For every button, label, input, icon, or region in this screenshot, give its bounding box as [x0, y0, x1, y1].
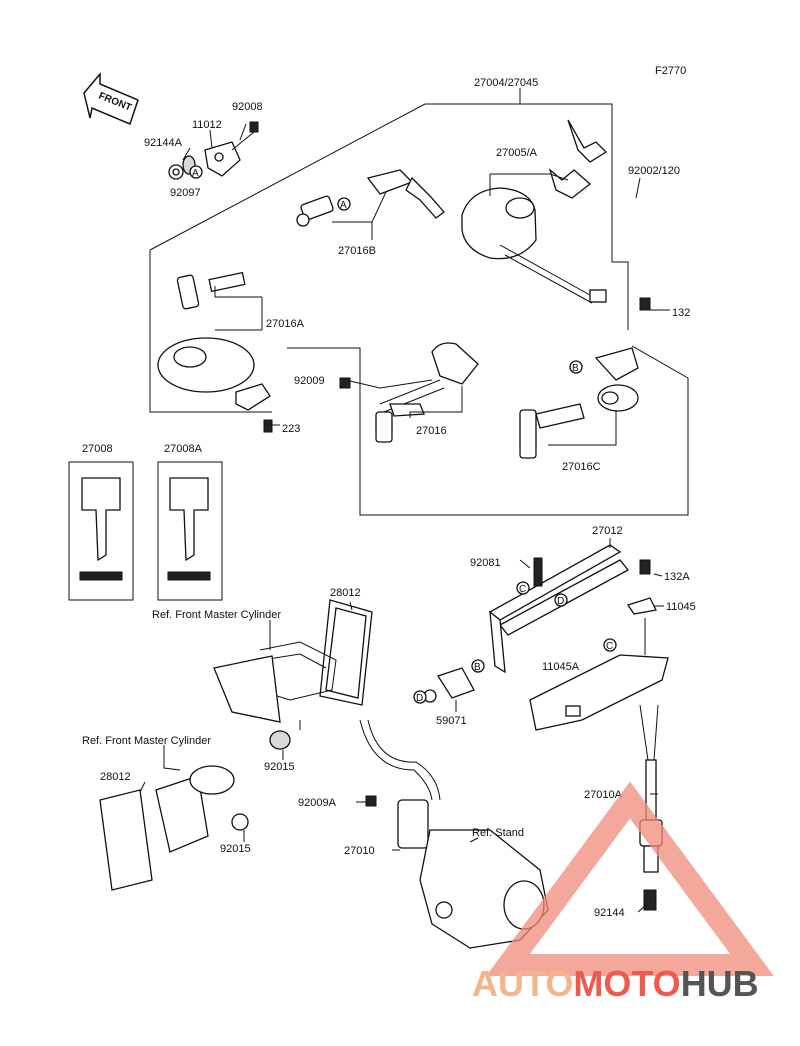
- label-27004: 27004/27045: [474, 77, 538, 89]
- reference-labels: Ref. Front Master Cylinder Ref. Front Ma…: [82, 609, 524, 839]
- callout-d2: D: [416, 693, 423, 704]
- callout-a2: A: [340, 200, 347, 211]
- label-11045a: 11045A: [542, 661, 580, 673]
- part-labels: 27004/27045 92008 11012 92144A 92097 270…: [82, 77, 696, 919]
- ignition-bracket: [423, 544, 669, 731]
- lock-cover-parts: [168, 121, 259, 180]
- front-arrow-icon: FRONT: [83, 71, 139, 126]
- fuel-cap: [157, 271, 273, 433]
- leader-lines: [139, 123, 670, 913]
- label-27016b: 27016B: [338, 245, 376, 257]
- steering-lock: [519, 297, 651, 459]
- label-27010a: 27010A: [584, 789, 623, 801]
- callout-circle-b2: [471, 659, 485, 673]
- label-28012-top: 28012: [330, 587, 361, 599]
- label-ref-master-top: Ref. Front Master Cylinder: [152, 609, 281, 621]
- label-92097: 92097: [170, 187, 201, 199]
- label-92015-bot: 92015: [220, 843, 251, 855]
- label-28012-bot: 28012: [100, 771, 131, 783]
- label-132: 132: [672, 307, 690, 319]
- callout-circle-d1: [554, 593, 568, 607]
- label-223: 223: [282, 423, 300, 435]
- label-92009a: 92009A: [298, 797, 337, 809]
- label-59071: 59071: [436, 715, 467, 727]
- label-27008: 27008: [82, 443, 113, 455]
- callout-c2: C: [606, 641, 613, 652]
- label-92008: 92008: [232, 101, 263, 113]
- watermark-auto: AUTO: [472, 963, 573, 1004]
- label-92015-top: 92015: [264, 761, 295, 773]
- callout-circle-d2: [413, 690, 427, 704]
- label-92009: 92009: [294, 375, 325, 387]
- callout-a1: A: [192, 168, 199, 179]
- callout-b1: B: [572, 363, 579, 374]
- label-92081: 92081: [470, 557, 501, 569]
- label-92144a: 92144A: [144, 137, 183, 149]
- stand-switch: [359, 719, 549, 949]
- label-92144: 92144: [594, 907, 625, 919]
- callout-markers: A A B B C C D D: [189, 165, 617, 704]
- seat-lock: [296, 169, 445, 227]
- label-27012: 27012: [592, 525, 623, 537]
- callout-circle-a1: [189, 165, 203, 179]
- label-ref-stand: Ref. Stand: [472, 827, 524, 839]
- watermark-hub: HUB: [681, 963, 759, 1004]
- callout-circle-c1: [516, 581, 530, 595]
- label-27008a: 27008A: [164, 443, 203, 455]
- callout-circle-b1: [569, 360, 583, 374]
- label-132a: 132A: [664, 571, 690, 583]
- label-27005: 27005/A: [496, 147, 538, 159]
- callout-circle-c2: [603, 638, 617, 652]
- key-tags: [68, 461, 223, 601]
- label-27010: 27010: [344, 845, 375, 857]
- reflector-bottom: [99, 765, 249, 891]
- label-27016a: 27016A: [266, 318, 305, 330]
- reflector-top: [213, 599, 373, 750]
- callout-d1: D: [557, 596, 564, 607]
- label-ref-master-bot: Ref. Front Master Cylinder: [82, 735, 211, 747]
- callout-b2: B: [474, 662, 481, 673]
- callout-circle-a2: [337, 197, 351, 211]
- callout-c1: C: [519, 584, 526, 595]
- ignition-switch: [461, 119, 608, 304]
- label-92002: 92002/120: [628, 165, 680, 177]
- watermark-moto: MOTO: [573, 963, 680, 1004]
- label-27016: 27016: [416, 425, 447, 437]
- figure-code: F2770: [655, 65, 686, 77]
- helmet-lock: [339, 342, 479, 443]
- svg-text:AUTOMOTOHUB: AUTOMOTOHUB: [472, 963, 759, 1004]
- watermark-logo: AUTOMOTOHUB: [472, 781, 774, 1004]
- kit-outline: [149, 88, 689, 516]
- label-11012: 11012: [192, 119, 222, 131]
- label-11045: 11045: [666, 601, 696, 613]
- label-27016c: 27016C: [562, 461, 601, 473]
